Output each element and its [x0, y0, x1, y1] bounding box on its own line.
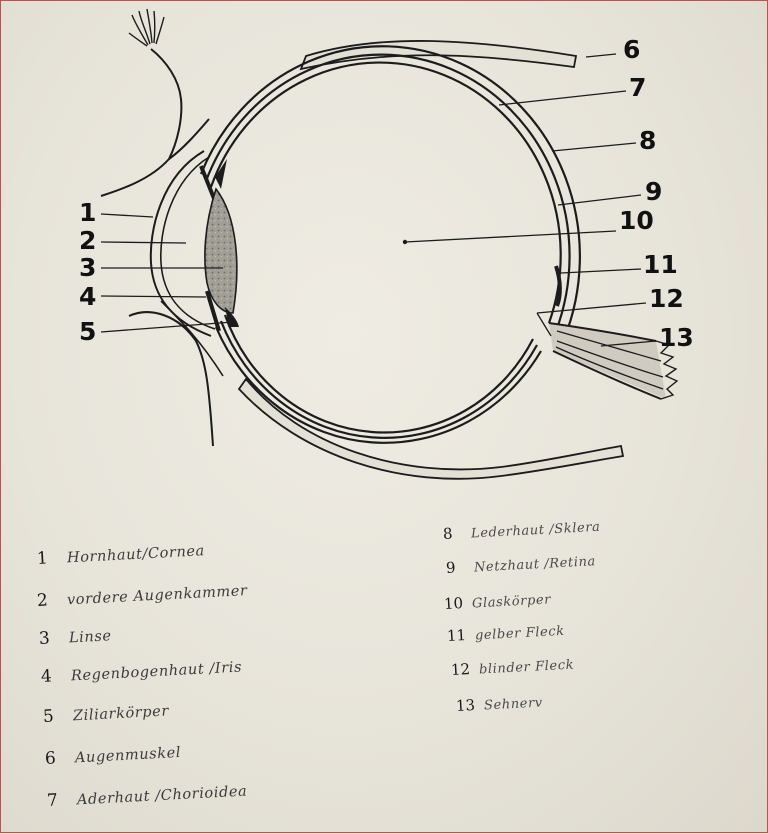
- iris-upper: [199, 165, 217, 202]
- callout-number-3: 3: [79, 253, 97, 282]
- callout-number-8: 8: [639, 126, 657, 155]
- ciliary-body-upper: [215, 159, 227, 189]
- eyeball: [199, 45, 581, 444]
- cornea-inner: [159, 156, 216, 330]
- callout-number-12: 12: [649, 284, 684, 313]
- leader-line-8: [551, 142, 637, 152]
- macula-spot: [554, 265, 562, 307]
- iris-lower: [205, 290, 221, 332]
- leader-line-7: [498, 90, 627, 106]
- callout-number-7: 7: [629, 73, 647, 102]
- legend-label: Linse: [68, 628, 113, 647]
- legend-number: 6: [44, 748, 57, 769]
- legend-label: Sehnerv: [483, 695, 544, 714]
- legend-number: 7: [46, 790, 59, 811]
- leader-line-6: [585, 53, 617, 58]
- legend-number: 12: [450, 660, 471, 679]
- legend-number: 10: [443, 594, 464, 613]
- legend-number: 4: [40, 666, 53, 687]
- callout-number-2: 2: [79, 226, 97, 255]
- callout-number-10: 10: [619, 206, 654, 235]
- upper-conjunctiva: [168, 118, 210, 160]
- callout-number-4: 4: [79, 282, 97, 311]
- choroid-layer: [204, 53, 571, 439]
- leader-line-2: [100, 241, 187, 244]
- leader-line-13: [600, 340, 657, 347]
- optic-nerve: [548, 322, 679, 400]
- callout-number-1: 1: [79, 198, 97, 227]
- leader-line-5: [100, 321, 234, 333]
- leader-line-4: [100, 295, 207, 298]
- lower-eye-muscle: [237, 377, 625, 480]
- legend-number: 8: [442, 524, 454, 543]
- callout-number-6: 6: [623, 35, 641, 64]
- legend-number: 9: [445, 558, 457, 577]
- legend-number: 2: [36, 590, 49, 611]
- legend-item-3: 3 Linse: [38, 625, 112, 649]
- retina-layer: [209, 61, 562, 434]
- eyelash-icon: [128, 8, 165, 47]
- upper-eyelid: [100, 48, 183, 197]
- legend-number: 3: [38, 628, 51, 649]
- leader-line-1: [100, 213, 154, 218]
- lens: [204, 187, 238, 314]
- legend-number: 11: [446, 626, 467, 645]
- legend-number: 5: [42, 706, 55, 727]
- callout-number-11: 11: [643, 250, 678, 279]
- lower-eyelid: [128, 311, 214, 447]
- callout-number-9: 9: [645, 177, 663, 206]
- callout-number-13: 13: [659, 323, 694, 352]
- legend-number: 13: [455, 696, 476, 715]
- leader-line-12: [536, 302, 647, 337]
- cornea: [149, 150, 212, 337]
- leader-line-11: [560, 268, 642, 274]
- callout-leader-lines: [100, 53, 657, 347]
- sclera-layer: [199, 45, 581, 444]
- leader-line-10: [404, 230, 617, 243]
- callout-number-5: 5: [79, 317, 97, 346]
- leader-line-9: [557, 194, 642, 206]
- legend-number: 1: [36, 548, 49, 569]
